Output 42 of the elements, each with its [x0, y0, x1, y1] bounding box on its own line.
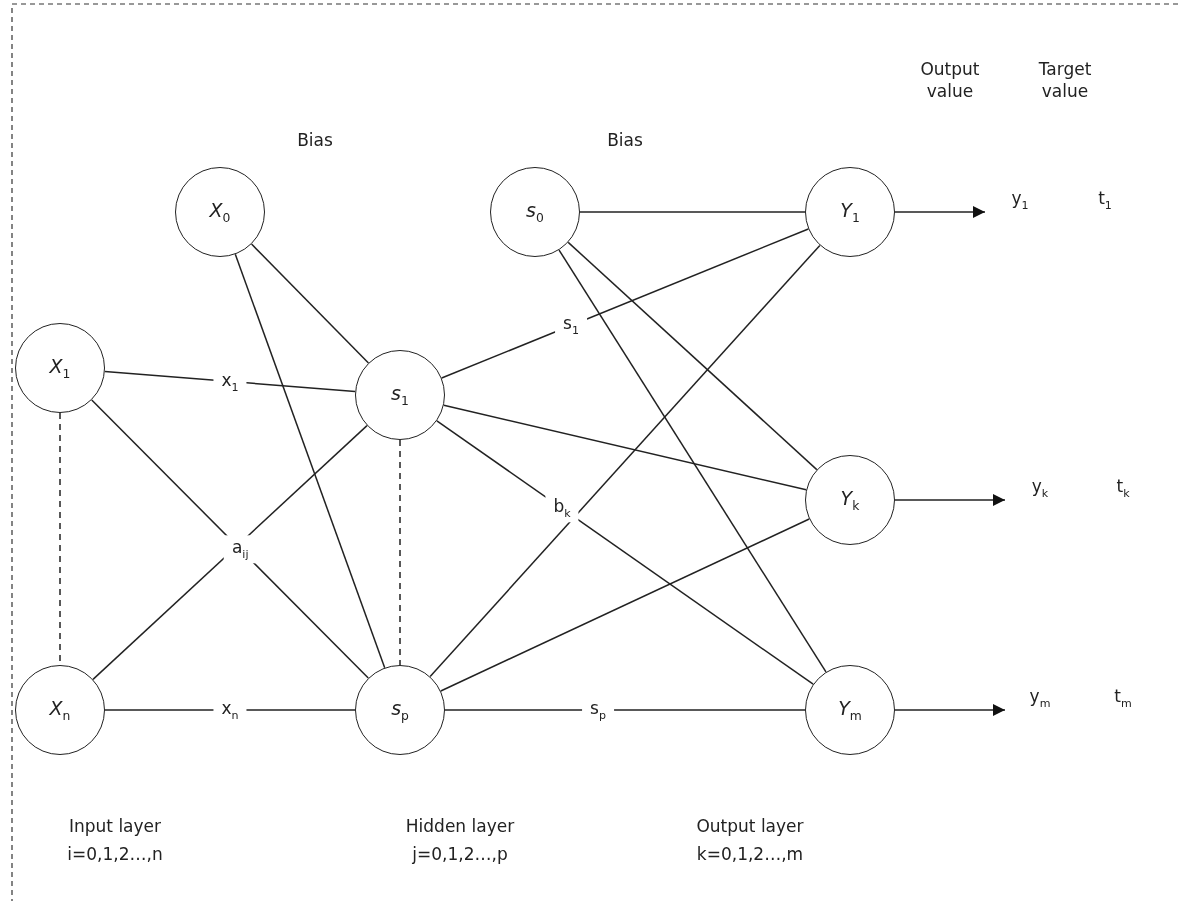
weight-label: b$_{k}$ [545, 494, 579, 523]
weight-label: a$_{ij}$ [223, 535, 257, 563]
arrow [894, 206, 986, 218]
connection-line [440, 228, 810, 379]
neuron-label: s$_{1}$ [391, 382, 409, 408]
connection-line [558, 249, 827, 673]
connection-line [429, 244, 821, 678]
annotation-label: Input layer [68, 814, 162, 838]
neuron-label: Y$_{k}$ [840, 487, 860, 513]
neuron-label: s$_{0}$ [526, 199, 544, 225]
connection-line [443, 404, 807, 491]
connection-line [444, 709, 806, 711]
annotation-label: j=0,1,2…,p [412, 842, 508, 866]
neuron-label: X$_{0}$ [209, 199, 231, 225]
connection-line [436, 420, 814, 685]
annotation-label: y$_{1}$ [1011, 187, 1029, 213]
neuron-label: Y$_{1}$ [840, 199, 860, 225]
connection-line [234, 253, 386, 669]
annotation-label: y$_{k}$ [1031, 475, 1049, 501]
connection-line [579, 211, 806, 213]
annotation-label: t$_{m}$ [1114, 685, 1132, 711]
arrow [894, 494, 1006, 506]
connection-line [440, 518, 810, 692]
annotation-label: y$_{m}$ [1029, 685, 1051, 711]
annotation-label: t$_{1}$ [1098, 187, 1112, 213]
annotation-label: Bias [607, 128, 643, 152]
annotation-label: i=0,1,2…,n [67, 842, 163, 866]
neuron-label: X$_{n}$ [49, 697, 71, 723]
connection-line [250, 243, 370, 364]
connection-line [567, 241, 818, 471]
annotation-label: Hidden layer [405, 814, 515, 838]
annotation-label: Output value [919, 57, 981, 103]
connection-line [399, 439, 401, 666]
neuron-label: Y$_{m}$ [838, 697, 862, 723]
annotation-label: k=0,1,2…,m [696, 842, 804, 866]
annotation-label: Target value [1037, 57, 1093, 103]
annotation-label: t$_{k}$ [1116, 475, 1130, 501]
annotation-label: Output layer [696, 814, 804, 838]
arrow [894, 704, 1006, 716]
neuron-label: X$_{1}$ [49, 355, 71, 381]
neuron-label: s$_{p}$ [391, 697, 409, 723]
annotation-label: Bias [297, 128, 333, 152]
